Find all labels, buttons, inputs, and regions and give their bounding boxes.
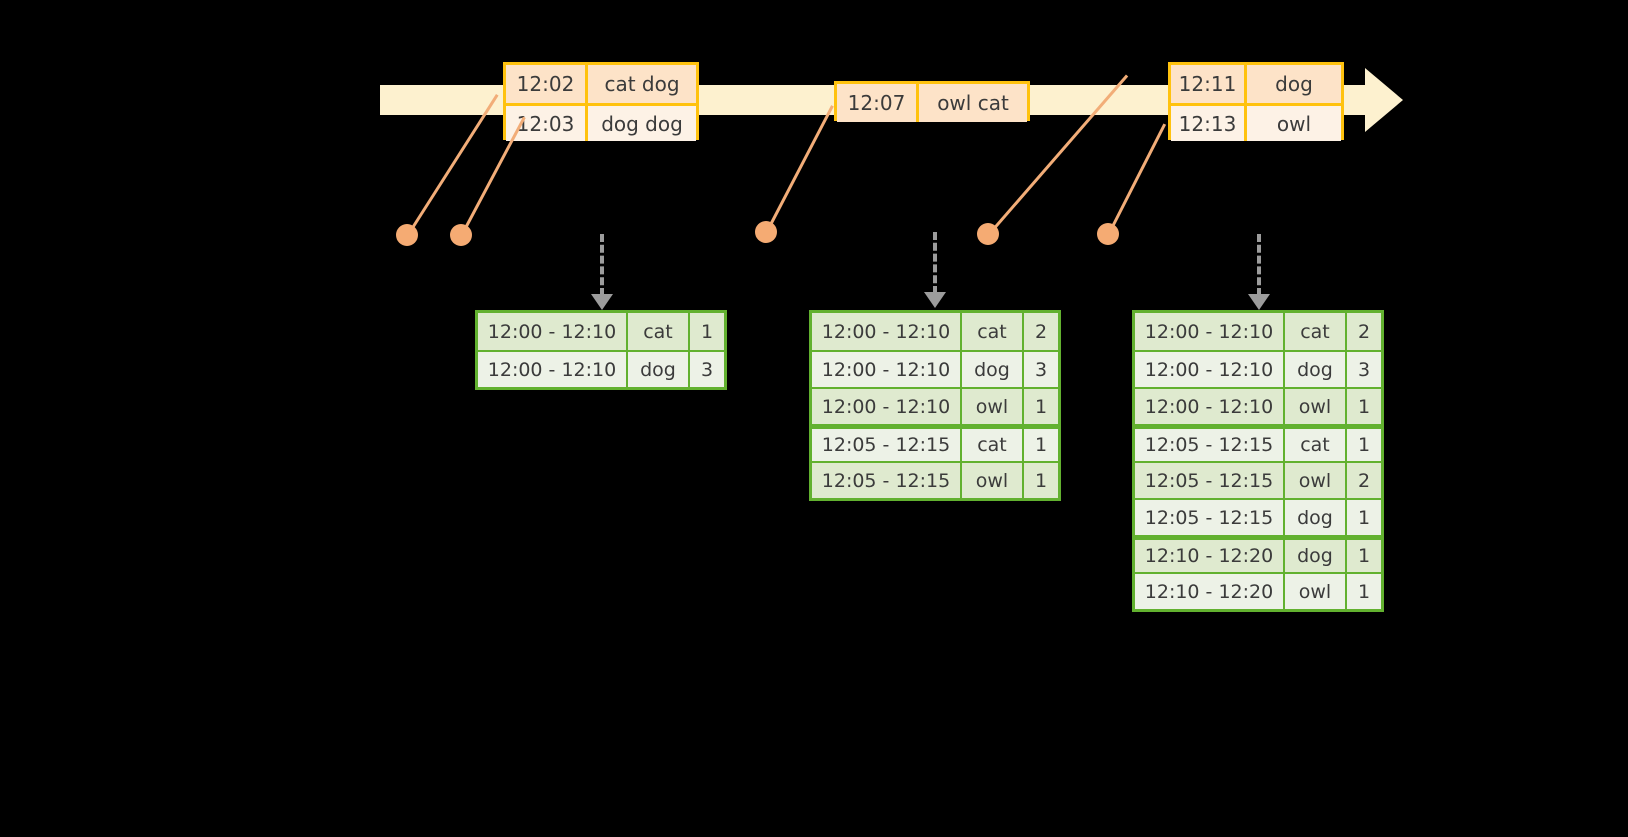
count-cell: 1 — [1345, 389, 1381, 424]
window-cell: 12:10 - 12:20 — [1135, 574, 1283, 609]
count-cell: 1 — [1345, 500, 1381, 535]
count-cell: 1 — [1022, 389, 1058, 424]
count-cell: 3 — [688, 352, 724, 387]
word-cell: dog — [626, 352, 688, 387]
event-group-1[interactable]: 12:02 cat dog 12:03 dog dog — [503, 62, 699, 141]
event-group-3[interactable]: 12:11 dog 12:13 owl — [1168, 62, 1344, 141]
window-cell: 12:05 - 12:15 — [812, 463, 960, 498]
word-cell: dog — [1283, 540, 1345, 572]
event-time: 12:11 — [1171, 65, 1247, 103]
count-cell: 3 — [1022, 352, 1058, 387]
event-time: 12:03 — [506, 106, 588, 141]
connector-line — [405, 94, 499, 238]
word-cell: owl — [1283, 463, 1345, 498]
table-row[interactable]: 12:05 - 12:15 cat 1 — [1135, 424, 1381, 461]
count-cell: 1 — [1022, 429, 1058, 461]
window-cell: 12:00 - 12:10 — [812, 352, 960, 387]
event-marker-dot[interactable] — [977, 223, 999, 245]
trigger-arrow-line — [1257, 234, 1261, 296]
word-cell: dog — [1283, 500, 1345, 535]
count-cell: 2 — [1022, 313, 1058, 350]
table-row[interactable]: 12:00 - 12:10 owl 1 — [1135, 387, 1381, 424]
event-marker-dot[interactable] — [1097, 223, 1119, 245]
window-cell: 12:00 - 12:10 — [478, 313, 626, 350]
event-time: 12:07 — [837, 84, 919, 122]
word-cell: owl — [960, 463, 1022, 498]
table-row[interactable]: 12:00 - 12:10 cat 2 — [812, 313, 1058, 350]
window-cell: 12:00 - 12:10 — [1135, 389, 1283, 424]
window-cell: 12:05 - 12:15 — [1135, 500, 1283, 535]
word-cell: cat — [960, 429, 1022, 461]
count-cell: 1 — [688, 313, 724, 350]
count-cell: 3 — [1345, 352, 1381, 387]
word-cell: owl — [960, 389, 1022, 424]
window-cell: 12:00 - 12:10 — [1135, 313, 1283, 350]
word-cell: cat — [626, 313, 688, 350]
count-cell: 1 — [1345, 540, 1381, 572]
event-words: dog — [1247, 65, 1341, 103]
word-cell: dog — [1283, 352, 1345, 387]
window-cell: 12:00 - 12:10 — [1135, 352, 1283, 387]
table-row[interactable]: 12:05 - 12:15 owl 2 — [1135, 461, 1381, 498]
table-row[interactable]: 12:00 - 12:10 dog 3 — [812, 350, 1058, 387]
window-cell: 12:10 - 12:20 — [1135, 540, 1283, 572]
event-row[interactable]: 12:13 owl — [1171, 103, 1341, 141]
word-cell: owl — [1283, 389, 1345, 424]
table-row[interactable]: 12:00 - 12:10 dog 3 — [1135, 350, 1381, 387]
count-cell: 2 — [1345, 463, 1381, 498]
trigger-arrow-line — [933, 232, 937, 294]
event-time: 12:13 — [1171, 106, 1247, 141]
table-row[interactable]: 12:00 - 12:10 cat 1 — [478, 313, 724, 350]
event-time: 12:02 — [506, 65, 588, 103]
window-cell: 12:05 - 12:15 — [812, 429, 960, 461]
event-row[interactable]: 12:07 owl cat — [837, 84, 1027, 122]
count-cell: 1 — [1345, 429, 1381, 461]
event-row[interactable]: 12:02 cat dog — [506, 65, 696, 103]
event-marker-dot[interactable] — [396, 224, 418, 246]
table-row[interactable]: 12:00 - 12:10 owl 1 — [812, 387, 1058, 424]
word-cell: dog — [960, 352, 1022, 387]
table-row[interactable]: 12:05 - 12:15 dog 1 — [1135, 498, 1381, 535]
counts-table-3[interactable]: 12:00 - 12:10 cat 2 12:00 - 12:10 dog 3 … — [1132, 310, 1384, 612]
event-words: cat dog — [588, 65, 696, 103]
counts-table-2[interactable]: 12:00 - 12:10 cat 2 12:00 - 12:10 dog 3 … — [809, 310, 1061, 501]
event-words: dog dog — [588, 106, 696, 141]
window-cell: 12:05 - 12:15 — [1135, 463, 1283, 498]
window-cell: 12:00 - 12:10 — [812, 313, 960, 350]
connector-line — [1106, 123, 1167, 237]
table-row[interactable]: 12:10 - 12:20 dog 1 — [1135, 535, 1381, 572]
window-cell: 12:00 - 12:10 — [812, 389, 960, 424]
table-row[interactable]: 12:00 - 12:10 dog 3 — [478, 350, 724, 387]
trigger-arrow-head — [924, 292, 946, 308]
table-row[interactable]: 12:05 - 12:15 cat 1 — [812, 424, 1058, 461]
event-marker-dot[interactable] — [755, 221, 777, 243]
window-cell: 12:00 - 12:10 — [478, 352, 626, 387]
event-words: owl — [1247, 106, 1341, 141]
event-group-2[interactable]: 12:07 owl cat — [834, 81, 1030, 122]
window-cell: 12:05 - 12:15 — [1135, 429, 1283, 461]
table-row[interactable]: 12:05 - 12:15 owl 1 — [812, 461, 1058, 498]
event-words: owl cat — [919, 84, 1027, 122]
trigger-arrow-head — [591, 294, 613, 310]
trigger-arrow-line — [600, 234, 604, 296]
word-cell: cat — [960, 313, 1022, 350]
count-cell: 1 — [1022, 463, 1058, 498]
count-cell: 1 — [1345, 574, 1381, 609]
word-cell: cat — [1283, 429, 1345, 461]
counts-table-1[interactable]: 12:00 - 12:10 cat 1 12:00 - 12:10 dog 3 — [475, 310, 727, 390]
event-row[interactable]: 12:03 dog dog — [506, 103, 696, 141]
trigger-arrow-head — [1248, 294, 1270, 310]
event-row[interactable]: 12:11 dog — [1171, 65, 1341, 103]
timeline-arrowhead — [1365, 68, 1403, 132]
word-cell: cat — [1283, 313, 1345, 350]
table-row[interactable]: 12:10 - 12:20 owl 1 — [1135, 572, 1381, 609]
event-marker-dot[interactable] — [450, 224, 472, 246]
count-cell: 2 — [1345, 313, 1381, 350]
table-row[interactable]: 12:00 - 12:10 cat 2 — [1135, 313, 1381, 350]
connector-line — [764, 105, 834, 235]
word-cell: owl — [1283, 574, 1345, 609]
